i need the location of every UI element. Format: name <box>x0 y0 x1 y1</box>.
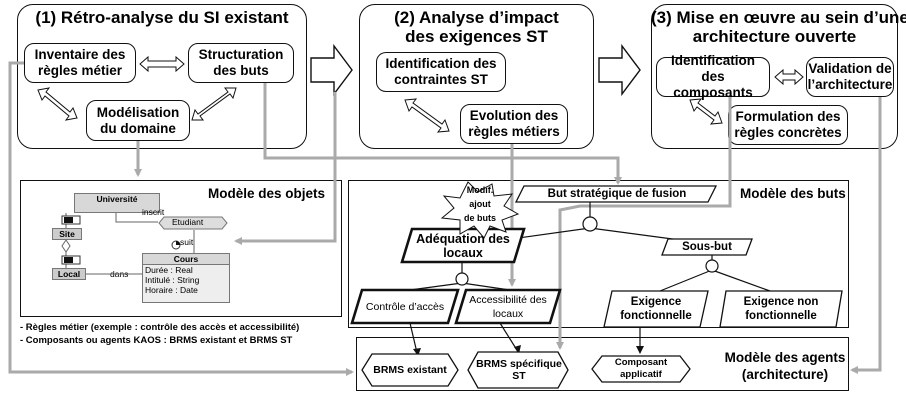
goal-exigence-f: Exigence fonctionnelle <box>620 296 692 322</box>
goal-accessibilite: Accessibilité des locaux <box>469 293 547 320</box>
note-line1: - Règles métier (exemple : contrôle des … <box>20 322 300 333</box>
uml-cours: Cours Durée : Real Intitulé : String Hor… <box>142 253 230 303</box>
process-arrow-1-2 <box>310 43 353 97</box>
goal-accessibilite-shape <box>454 288 562 325</box>
uml-universite-label: Université <box>96 194 138 204</box>
connector-inventaire-agents <box>8 61 354 376</box>
goal-exigence-nf: Exigence non fonctionnelle <box>743 296 819 322</box>
uml-site-label: Site <box>59 229 75 239</box>
refinement-node-sous-but <box>705 259 719 273</box>
goal-sous-but-shape <box>661 238 753 256</box>
uml-universite: Université <box>74 193 160 213</box>
agents-title-line1: Modèle des agents <box>724 350 846 365</box>
connector-structuration-buts <box>263 83 622 185</box>
agent-brms-existant-shape <box>361 353 459 387</box>
structuration-box: Structuration des buts <box>188 43 294 83</box>
agent-composant: Composant applicatif <box>614 357 668 380</box>
goal-sous-but: Sous-but <box>682 241 732 253</box>
phase-3-title-line1: (3) Mise en œuvre au sein d’une <box>651 8 906 27</box>
double-arrow-inventaire-modelisation <box>37 87 78 121</box>
burst-shape <box>440 181 520 239</box>
goal-controle-shape <box>350 288 460 325</box>
buts-title: Modèle des buts <box>740 186 846 201</box>
uml-etudiant-label: Etudiant <box>172 217 204 227</box>
process-arrow-2-3 <box>598 43 641 97</box>
burst-label: Modif. ajout de buts <box>455 183 505 225</box>
double-arrow-structuration-modelisation <box>191 87 237 121</box>
connector-validation-agents <box>850 97 882 374</box>
phase-2-title-line1: (2) Analyse d’impact <box>394 8 559 27</box>
burst-line3: de buts <box>463 213 496 223</box>
refinement-node-strategic <box>582 216 598 232</box>
refinement-node-adequation <box>455 272 469 286</box>
uml-site: Site <box>52 228 82 240</box>
goal-strategique: But stratégique de fusion <box>547 188 687 200</box>
evolution-box: Evolution des règles métiers <box>460 104 568 144</box>
uml-local-label: Local <box>57 269 81 279</box>
double-arrow-identification-evolution <box>404 98 450 133</box>
goal-exigence-f-shape <box>603 290 709 328</box>
uml-cours-label: Cours <box>143 254 229 265</box>
burst-line1: Modif. <box>466 185 494 195</box>
uml-suit: suit <box>180 237 194 247</box>
identification-contraintes-box: Identification des contraintes ST <box>376 52 506 92</box>
uml-cours-attr: Intitulé : String <box>145 275 200 285</box>
burst-line2: ajout <box>469 199 491 209</box>
goal-adequation: Adéquation des locaux <box>416 231 510 260</box>
phase-2-title-line2: des exigences ST <box>405 27 548 46</box>
identification-composants-box: Identification des composants <box>656 53 770 100</box>
double-arrow-identification-formulation <box>689 98 723 125</box>
connector-identification-objets <box>234 92 337 245</box>
objets-title: Modèle des objets <box>208 186 326 201</box>
formulation-box: Formulation des règles concrètes <box>728 105 848 145</box>
uml-cours-attr: Horaire : Date <box>145 285 198 295</box>
uml-etudiant: Etudiant <box>158 216 228 230</box>
agent-composant-shape <box>591 355 691 383</box>
double-arrow-identification-validation <box>774 68 804 86</box>
uml-local: Local <box>52 268 86 280</box>
modelisation-box: Modélisation du domaine <box>86 100 190 141</box>
uml-inscrit: inscrit <box>142 207 165 217</box>
goal-controle: Contrôle d’accès <box>365 300 445 313</box>
connector-identification-composants-st <box>556 97 732 350</box>
validation-box: Validation de l’architecture <box>806 57 894 97</box>
inventaire-box: Inventaire des règles métier <box>24 43 136 83</box>
agent-brms-existant: BRMS existant <box>373 364 447 376</box>
agents-title-line2: (architecture) <box>741 367 829 382</box>
agent-brms-st-shape <box>467 351 569 389</box>
note-line2: - Composants ou agents KAOS : BRMS exist… <box>20 335 293 346</box>
double-arrow-inventaire-structuration <box>139 55 185 73</box>
phase-1-title: (1) Rétro-analyse du SI existant <box>35 8 289 27</box>
goal-exigence-nf-shape <box>719 290 843 328</box>
agent-brms-st: BRMS spécifique ST <box>476 358 562 382</box>
goal-strategique-shape <box>514 185 718 203</box>
phase-3-title-line2: architecture ouverte <box>692 27 857 46</box>
uml-cours-attr: Durée : Real <box>145 265 193 275</box>
uml-entity-icons <box>61 215 81 265</box>
